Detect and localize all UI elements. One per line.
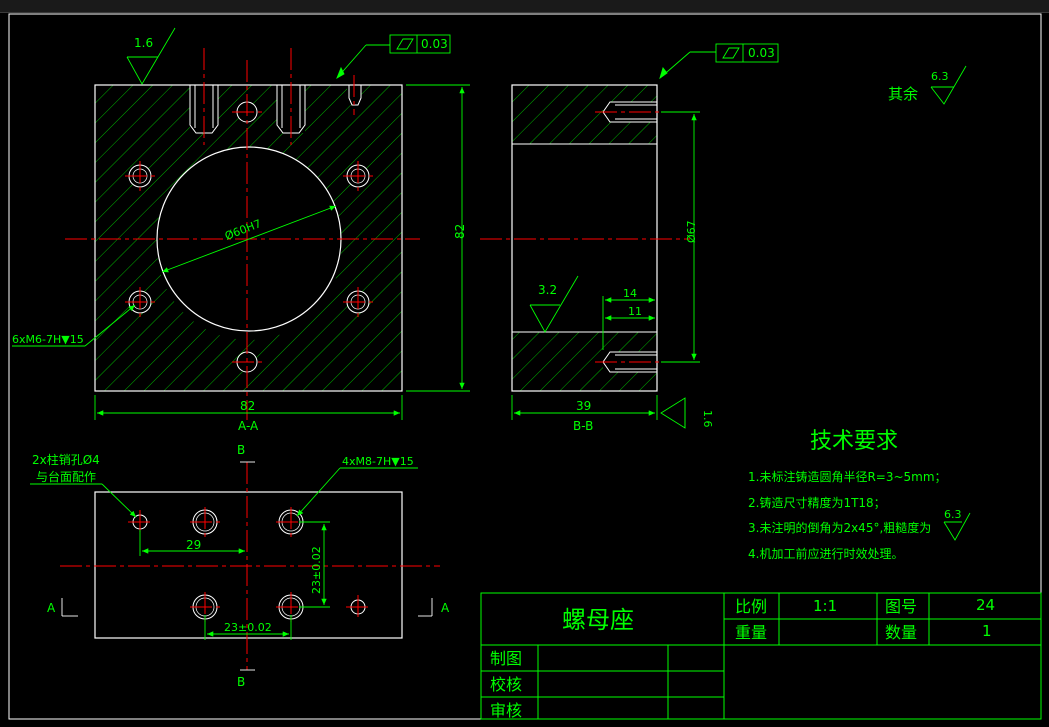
part-name: 螺母座 <box>562 606 634 634</box>
side-dim-11: 11 <box>628 305 642 318</box>
roughness-top-label: 1.6 <box>134 36 153 50</box>
pin-note-line1: 2x柱销孔Ø4 <box>32 452 100 467</box>
tech-item-3: 3.未注明的倒角为2x45°,粗糙度为 <box>748 520 931 535</box>
front-view: 1.6 0.03 Ø60H7 82 82 6xM6-7H▼15 A-A <box>12 27 470 433</box>
section-mark-a-right: A <box>441 601 450 615</box>
flatness-value-side: 0.03 <box>748 46 775 60</box>
qty-value: 1 <box>982 622 992 640</box>
roughness-right-label: 1.6 <box>701 410 714 428</box>
general-roughness-value: 6.3 <box>931 70 949 83</box>
front-width-dim: 82 <box>240 399 255 413</box>
checked-label: 校核 <box>490 675 522 694</box>
section-label-aa: A-A <box>238 419 259 433</box>
tech-title: 技术要求 <box>810 429 898 454</box>
section-mark-b-bottom: B <box>237 675 245 689</box>
approved-label: 审核 <box>490 701 522 720</box>
thread-note-front: 6xM6-7H▼15 <box>12 333 84 346</box>
bottom-dim-23-horizontal: 23±0.02 <box>224 621 272 634</box>
side-width-dim: 39 <box>576 399 591 413</box>
title-block <box>480 592 1042 720</box>
tech-item-2: 2.铸造尺寸精度为1T18； <box>748 495 886 510</box>
bottom-outline <box>94 491 403 639</box>
qty-label: 数量 <box>885 623 917 642</box>
bottom-dim-23-vertical: 23±0.02 <box>310 546 323 594</box>
tech-item-4: 4.机加工前应进行时效处理。 <box>748 546 903 561</box>
tech-item-1: 1.未标注铸造圆角半径R=3~5mm； <box>748 469 947 484</box>
drawn-label: 制图 <box>490 649 522 668</box>
title-bar <box>0 0 1049 13</box>
drawing-no-value: 24 <box>976 596 995 614</box>
side-view: Ø67 39 14 11 3.2 1.6 0.03 B-B <box>480 43 779 433</box>
side-dim-14: 14 <box>623 287 637 300</box>
general-roughness-label: 其余 <box>888 85 918 103</box>
weight-label: 重量 <box>735 623 767 642</box>
side-outline <box>511 84 658 392</box>
section-mark-b-top: B <box>237 443 245 457</box>
bottom-view: 2x柱销孔Ø4 与台面配作 4xM8-7H▼15 29 23±0.02 23±0… <box>30 443 450 689</box>
roughness-mid-label: 3.2 <box>538 283 557 297</box>
scale-label: 比例 <box>735 597 767 616</box>
section-label-bb: B-B <box>573 419 593 433</box>
side-dia-dim: Ø67 <box>685 220 698 243</box>
bottom-dim-29: 29 <box>186 538 201 552</box>
flatness-value: 0.03 <box>421 37 448 51</box>
tech-requirements: 技术要求 1.未标注铸造圆角半径R=3~5mm； 2.铸造尺寸精度为1T18； … <box>748 429 971 561</box>
general-roughness <box>930 65 967 105</box>
scale-value: 1:1 <box>813 597 837 615</box>
pin-note-line2: 与台面配作 <box>36 469 96 484</box>
front-height-dim: 82 <box>453 224 467 239</box>
thread-note-bottom: 4xM8-7H▼15 <box>342 455 414 468</box>
section-mark-a-left: A <box>47 601 56 615</box>
drawing-no-label: 图号 <box>885 597 917 616</box>
tech-item3-roughness: 6.3 <box>944 508 962 521</box>
front-outline <box>94 84 403 392</box>
